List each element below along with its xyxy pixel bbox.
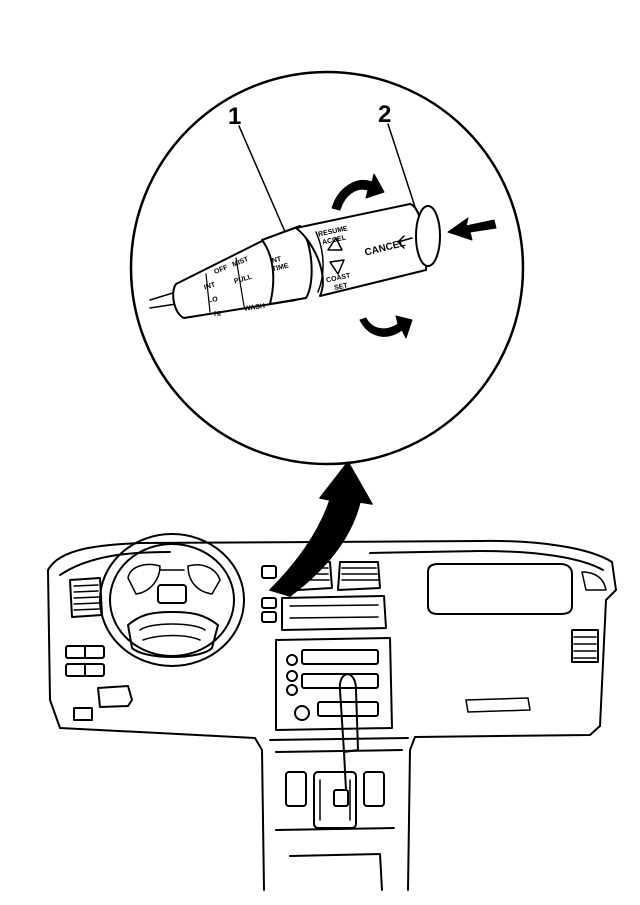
lo-label: LO: [208, 296, 219, 305]
left-switch-panel: [65, 645, 133, 721]
rotate-down-arrow: [359, 315, 413, 339]
callout-2-leader: [387, 123, 419, 217]
hi-label: HI: [214, 311, 221, 318]
left-vent: [69, 577, 103, 618]
detail-circle: [129, 70, 525, 466]
callout-2: 2: [378, 101, 391, 128]
int-time-label-2: TIME: [271, 262, 289, 273]
callout-1: 1: [228, 103, 241, 130]
dashboard-top-trim: [59, 550, 604, 576]
pull-label: PULL: [233, 274, 253, 286]
wash-label: WASH: [244, 303, 266, 313]
dashboard: [47, 533, 617, 891]
right-vents: [571, 571, 607, 663]
coast-label-2: SET: [334, 282, 349, 292]
center-stack: [275, 595, 393, 731]
multifunction-lever: [149, 203, 441, 319]
rotate-up-arrow: [331, 173, 385, 211]
steering-wheel: [99, 533, 245, 667]
push-arrow: [447, 217, 497, 241]
center-console: [269, 673, 409, 891]
dashboard-outline: [47, 539, 617, 891]
callout-1-leader: [238, 125, 287, 235]
glove-box: [427, 563, 573, 713]
zoom-arrow: [269, 461, 373, 597]
int-label: INT: [203, 281, 216, 291]
int-time-label-1: INT: [269, 256, 282, 266]
